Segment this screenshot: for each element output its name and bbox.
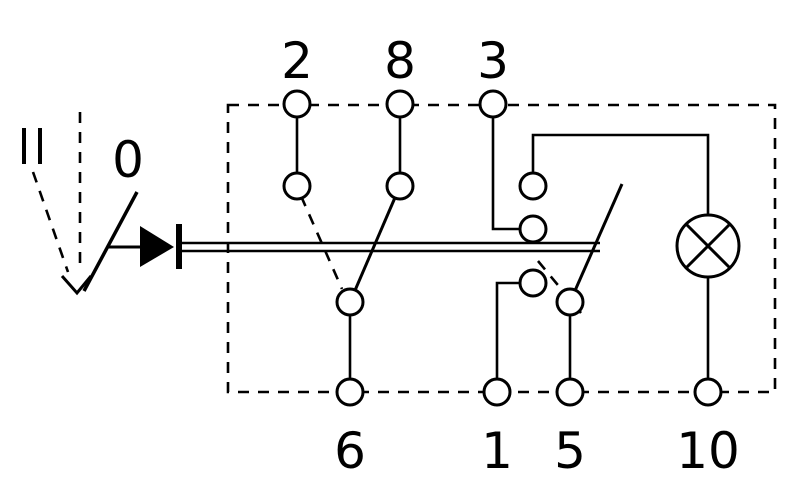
- diode-triangle: [140, 226, 174, 267]
- wire-terminal1-contact: [495, 281, 533, 392]
- terminal-8: [385, 89, 415, 119]
- terminal-label-2: 2: [281, 32, 313, 90]
- contact-of-terminal-2: [282, 171, 312, 201]
- terminal-label-3: 3: [477, 32, 509, 90]
- contact-nodes: [282, 171, 585, 317]
- diode-icon: [108, 224, 182, 269]
- contact-of-terminal-8: [385, 171, 415, 201]
- contact-lamp-side: [518, 171, 548, 201]
- wire-terminal3-contact: [491, 104, 533, 231]
- terminal-label-1: 1: [481, 422, 513, 480]
- terminal-label-8: 8: [384, 32, 416, 90]
- wires: [295, 104, 710, 392]
- lamp-icon: [675, 213, 741, 279]
- terminal-1: [482, 377, 512, 407]
- contact-of-terminal-5: [555, 287, 585, 317]
- lever-arrowhead-icon: [60, 275, 93, 296]
- terminal-10: [693, 377, 723, 407]
- contact-blade-6-8-closed: [348, 185, 402, 303]
- switch-lever: [82, 191, 139, 292]
- contact-blade-2-6-open: [299, 195, 344, 290]
- terminal-label-10: 10: [676, 422, 740, 480]
- lever-position-dashed-diagonal: [31, 171, 70, 273]
- terminal-nodes: [282, 89, 723, 407]
- contact-of-terminal-3: [518, 214, 548, 244]
- lever-assembly: [22, 112, 139, 296]
- terminal-label-6: 6: [334, 422, 366, 480]
- terminal-label-5: 5: [554, 422, 586, 480]
- contact-of-terminal-1: [518, 268, 548, 298]
- terminal-5: [555, 377, 585, 407]
- terminal-3: [478, 89, 508, 119]
- contact-blade-5-closed: [568, 183, 624, 303]
- actuator-bar: [181, 241, 600, 253]
- lamp-cross-2: [684, 222, 732, 270]
- lever-position-label: 0: [112, 131, 144, 189]
- terminal-2: [282, 89, 312, 119]
- wire-lamp-feed: [531, 133, 710, 215]
- terminal-6: [335, 377, 365, 407]
- contact-of-terminal-6: [335, 287, 365, 317]
- labels: 2 8 3 6 1 5 10 0: [112, 32, 740, 480]
